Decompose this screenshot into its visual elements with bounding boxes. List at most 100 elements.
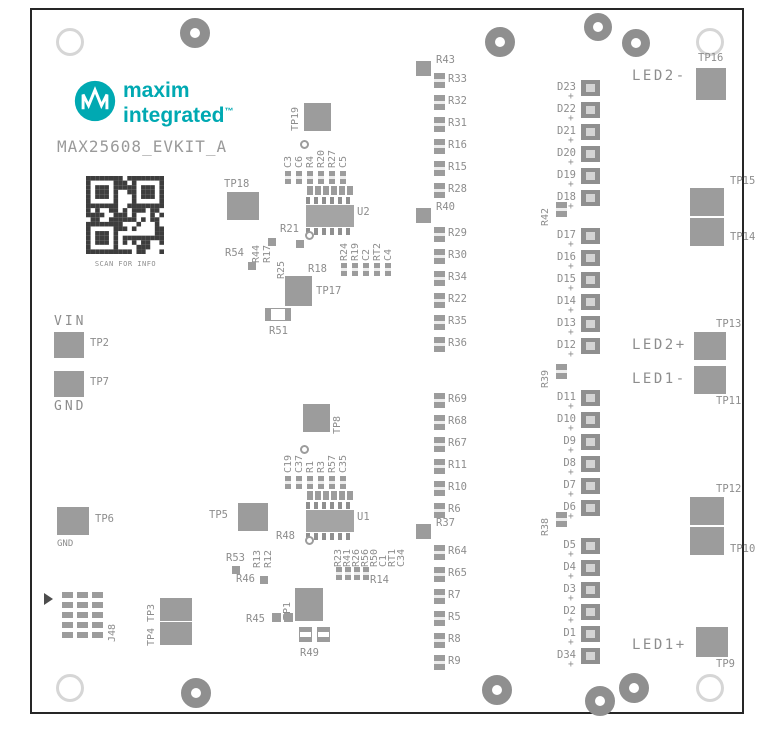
component-label: R31: [448, 117, 467, 129]
passive-component: [340, 476, 346, 489]
plated-hole: [622, 29, 650, 57]
component-label: R22: [448, 293, 467, 305]
passive-component: [323, 491, 329, 500]
polarity-mark: +: [568, 445, 574, 456]
test-point-pad-tp16: [696, 68, 726, 100]
resistor-icon: [434, 271, 445, 286]
vin-label: VIN: [54, 314, 87, 329]
passive-component: [341, 263, 347, 276]
test-point-pad-tp8: [303, 404, 330, 432]
test-point-label-tp5: TP5: [209, 509, 228, 521]
logo-word-integrated: integrated™: [123, 101, 234, 126]
polarity-mark: +: [568, 549, 574, 560]
component-label: D14: [557, 295, 576, 307]
passive-component: [307, 491, 313, 500]
led2-minus-label: LED2-: [632, 68, 687, 84]
via: [300, 140, 309, 149]
component-label: D12: [557, 339, 576, 351]
test-point-pad-tp18: [227, 192, 259, 220]
component-label: D19: [557, 169, 576, 181]
passive-component: [296, 171, 302, 184]
component-label: R34: [448, 271, 467, 283]
test-point-label-tp6: TP6: [95, 513, 114, 525]
passive-component: [315, 186, 321, 195]
component-label: D4: [563, 561, 576, 573]
polarity-mark: +: [568, 135, 574, 146]
component-label: D23: [557, 81, 576, 93]
component-label: D13: [557, 317, 576, 329]
ic-label-u2: U2: [357, 206, 370, 218]
resistor-r49-a: [299, 627, 312, 642]
led-icon: [581, 316, 600, 332]
connector-pin-pad: [77, 632, 88, 638]
passive-component: [285, 476, 291, 489]
component-label: R8: [448, 633, 461, 645]
passive-component: [318, 171, 324, 184]
plated-hole: [180, 18, 210, 48]
test-point-pad-tp17: [285, 276, 312, 306]
component-label: D16: [557, 251, 576, 263]
passive-component: [307, 476, 313, 489]
test-point-pad-tp15: [690, 188, 724, 216]
polarity-mark: +: [568, 201, 574, 212]
component-label: R28: [448, 183, 467, 195]
mounting-hole: [696, 28, 724, 56]
led-icon: [581, 478, 600, 494]
component-label-r49: R49: [300, 647, 319, 659]
passive-component: [315, 491, 321, 500]
resistor-icon: [434, 611, 445, 626]
component-label: R67: [448, 437, 467, 449]
component-label: R32: [448, 95, 467, 107]
resistor-icon: [556, 202, 567, 217]
mounting-hole: [56, 674, 84, 702]
polarity-mark: +: [568, 423, 574, 434]
resistor-icon: [556, 512, 567, 527]
connector-pin-pad: [62, 622, 73, 628]
passive-component: [307, 171, 313, 184]
passive-component: [284, 613, 293, 622]
led-icon: [581, 412, 600, 428]
component-label-r51: R51: [269, 325, 288, 337]
test-point-pad-tp12: [690, 497, 724, 525]
led-icon: [581, 538, 600, 554]
resistor-icon: [434, 415, 445, 430]
mounting-hole: [696, 674, 724, 702]
resistor-icon: [434, 545, 445, 560]
component-label-r37: R37: [436, 517, 455, 529]
test-point-pad-tp4: [160, 622, 192, 645]
polarity-mark: +: [568, 401, 574, 412]
component-label: R9: [448, 655, 461, 667]
polarity-mark: +: [568, 239, 574, 250]
component-label: D5: [563, 539, 576, 551]
led-icon: [581, 228, 600, 244]
test-point-label-tp15: TP15: [730, 175, 756, 187]
led-icon: [581, 500, 600, 516]
resistor-icon: [434, 315, 445, 330]
resistor-icon: [434, 249, 445, 264]
led1-plus-label: LED1+: [632, 637, 687, 653]
led-icon: [581, 190, 600, 206]
led-icon: [581, 648, 600, 664]
passive-component: [363, 263, 369, 276]
passive-component: [331, 186, 337, 195]
component-label: D17: [557, 229, 576, 241]
component-label: R65: [448, 567, 467, 579]
led-icon: [581, 560, 600, 576]
polarity-mark: +: [568, 489, 574, 500]
polarity-mark: +: [568, 305, 574, 316]
resistor-icon: [434, 227, 445, 242]
connector-pin-pad: [77, 612, 88, 618]
test-point-label-tp17: TP17: [316, 285, 342, 297]
component-label: D18: [557, 191, 576, 203]
j48-connector: [62, 592, 104, 639]
test-point-label-tp13: TP13: [716, 318, 742, 330]
test-point-label-tp9: TP9: [716, 658, 735, 670]
resistor-icon: [434, 73, 445, 88]
component-pad-r43: [416, 61, 431, 76]
polarity-mark: +: [568, 261, 574, 272]
led-icon: [581, 102, 600, 118]
ic-label-u1: U1: [357, 511, 370, 523]
led-icon: [581, 582, 600, 598]
qr-caption: SCAN FOR INFO: [94, 260, 157, 268]
